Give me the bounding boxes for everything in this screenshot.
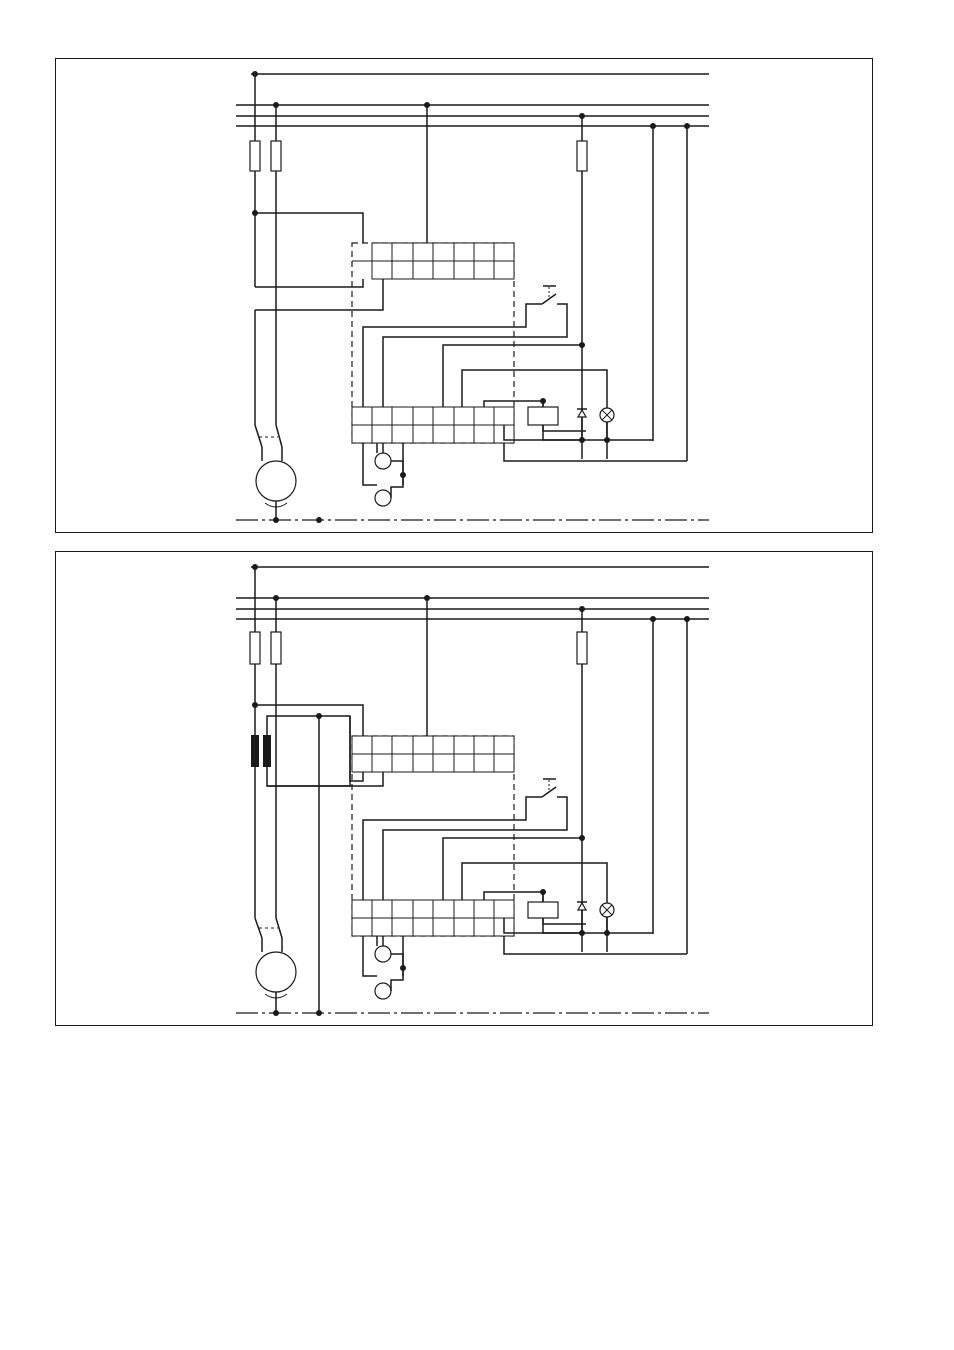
schematic-2	[56, 552, 874, 1027]
wiring-diagram-2	[55, 551, 873, 1026]
sensor-1	[375, 946, 391, 962]
terminal-strip-bottom	[352, 900, 514, 936]
sensor-1	[375, 453, 391, 469]
current-transformer-2	[263, 735, 271, 767]
relay-coil	[528, 902, 558, 918]
terminal-strip-top	[352, 736, 514, 772]
diode-symbol	[577, 902, 587, 910]
diode-symbol	[577, 409, 587, 417]
current-transformer-1	[251, 735, 259, 767]
schematic-1	[56, 59, 874, 534]
sensor-2	[375, 983, 391, 999]
relay-coil	[528, 407, 558, 425]
fuse-left-2	[271, 632, 281, 664]
fuse-control	[577, 632, 587, 664]
relay-module	[352, 243, 514, 443]
lamp-icon	[600, 903, 614, 917]
output-devices	[528, 401, 614, 440]
junction-dots	[252, 71, 690, 523]
terminal-strip-top	[352, 243, 514, 279]
lamp-icon	[600, 408, 614, 422]
fuse-left-1	[250, 141, 260, 171]
sensor-2	[375, 490, 391, 506]
sensor-loop	[363, 443, 403, 506]
fuse-left-2	[271, 141, 281, 171]
fuse-left-1	[250, 632, 260, 664]
sensor-loop	[363, 936, 403, 999]
relay-module	[352, 736, 514, 936]
supply-rails	[236, 74, 709, 520]
motor-symbol	[256, 461, 296, 520]
wiring-diagram-1	[55, 58, 873, 533]
junction-dots	[252, 564, 690, 1016]
output-devices	[528, 892, 614, 933]
motor-symbol	[256, 952, 296, 1013]
terminal-strip-bottom	[352, 407, 514, 443]
supply-rails	[236, 567, 709, 1013]
fuse-control	[577, 141, 587, 171]
